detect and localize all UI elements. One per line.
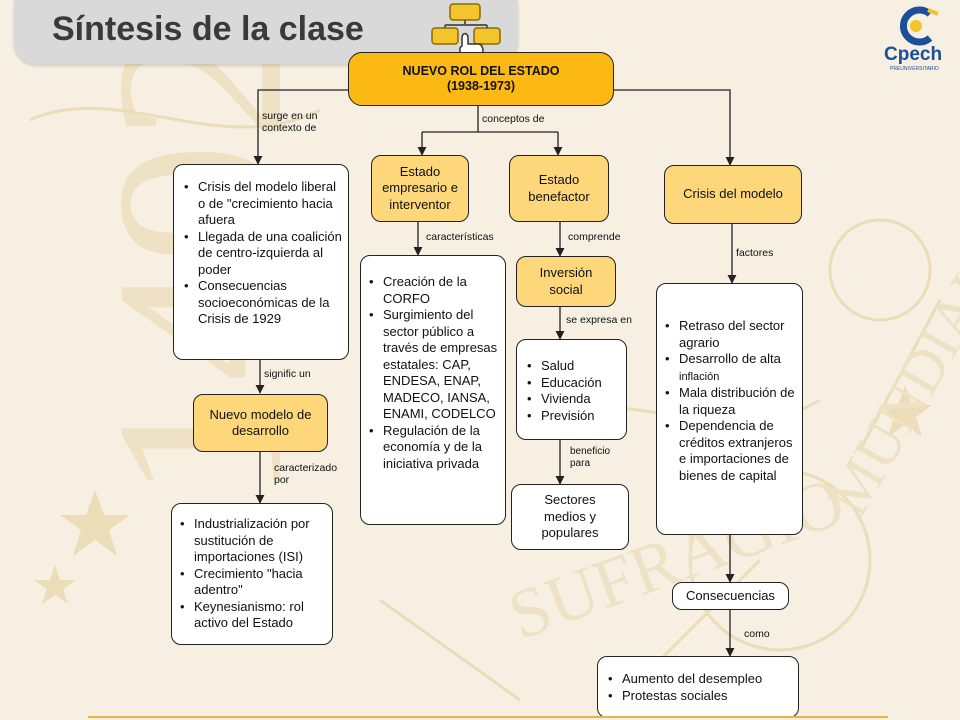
list-item: Retraso del sector agrario — [661, 318, 796, 351]
logo-subtitle: PREUNIVERSITARIO — [890, 66, 939, 72]
footer-divider — [88, 716, 888, 718]
list-item: Desarrollo de alta inflación — [661, 351, 796, 385]
empresario-items-box: Creación de la CORFO Surgimiento del sec… — [360, 255, 506, 525]
list-item: Educación — [523, 375, 620, 392]
edge-label-como: como — [744, 628, 770, 640]
flowchart-hand-icon — [428, 2, 504, 67]
edge-label-beneficio: beneficio para — [570, 446, 611, 469]
inversion-items-box: Salud Educación Vivienda Previsión — [516, 339, 627, 440]
root-title: NUEVO ROL DEL ESTADO — [402, 64, 560, 78]
crisis-modelo-node: Crisis del modelo — [664, 165, 802, 224]
list-item: Regulación de la economía y de la inicia… — [365, 423, 499, 473]
edge-label-factores: factores — [736, 247, 774, 259]
consecuencias-items-box: Aumento del desempleo Protestas sociales — [597, 656, 799, 718]
factores-box: Retraso del sector agrario Desarrollo de… — [656, 283, 803, 535]
nuevo-modelo-node: Nuevo modelo de desarrollo — [193, 394, 328, 452]
logo-text: Cpech — [884, 44, 943, 65]
cpech-logo-icon — [880, 4, 952, 74]
list-item: Industrialización por sustitución de imp… — [176, 516, 326, 566]
list-item: Mala distribución de la riqueza — [661, 385, 796, 418]
edge-label-significo: signific un — [264, 368, 311, 380]
consecuencias-node: Consecuencias — [672, 582, 789, 610]
edge-label-caracterizado: caracterizado por — [274, 462, 338, 486]
inflacion-text: inflación — [679, 370, 720, 383]
context-box: Crisis del modelo liberal o de "crecimie… — [173, 164, 349, 360]
list-item: Dependencia de créditos extranjeros e im… — [661, 418, 796, 484]
edge-label-caracteristicas: características — [426, 231, 494, 243]
page-title: Síntesis de la clase — [52, 10, 364, 48]
root-node: NUEVO ROL DEL ESTADO (1938-1973) — [348, 52, 614, 106]
edge-label-se-expresa: se expresa en — [566, 314, 632, 326]
list-item: Crisis del modelo liberal o de "crecimie… — [180, 179, 342, 229]
modelo-items-box: Industrialización por sustitución de imp… — [171, 503, 333, 645]
edge-label-surge: surge en un contexto de — [262, 110, 318, 134]
estado-empresario-node: Estado empresario e interventor — [371, 155, 469, 222]
sectores-node: Sectores medios y populares — [511, 484, 629, 550]
list-item-text: Desarrollo de alta — [679, 351, 781, 366]
list-item: Crecimiento "hacia adentro" — [176, 566, 326, 599]
list-item: Salud — [523, 358, 620, 375]
list-item: Aumento del desempleo — [604, 671, 792, 688]
list-item: Surgimiento del sector público a través … — [365, 307, 499, 423]
list-item: Vivienda — [523, 391, 620, 408]
estado-benefactor-node: Estado benefactor — [509, 155, 609, 222]
edge-label-conceptos: conceptos de — [482, 113, 545, 125]
list-item: Llegada de una coalición de centro-izqui… — [180, 229, 342, 279]
edge-label-comprende: comprende — [568, 231, 621, 243]
list-item: Keynesianismo: rol activo del Estado — [176, 599, 326, 632]
list-item: Previsión — [523, 408, 620, 425]
root-period: (1938-1973) — [446, 79, 516, 93]
list-item: Consecuencias socioeconómicas de la Cris… — [180, 278, 342, 328]
list-item: Creación de la CORFO — [365, 274, 499, 307]
list-item: Protestas sociales — [604, 688, 792, 705]
inversion-social-node: Inversión social — [516, 256, 616, 307]
